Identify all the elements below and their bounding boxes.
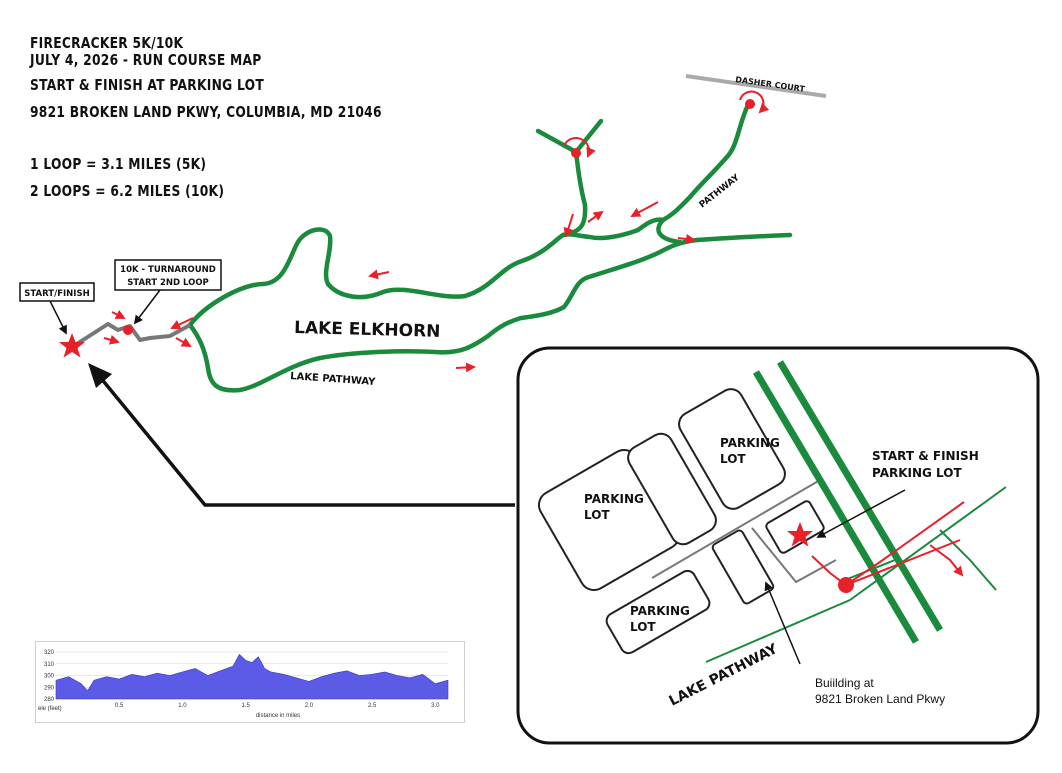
dasher-court-label: DASHER COURT xyxy=(735,75,806,94)
parking-lot-strip xyxy=(627,432,717,546)
parking-lot-b-line1: PARKING xyxy=(720,436,780,450)
start-finish-star xyxy=(59,333,85,358)
turnaround-callout-line1: 10K - TURNAROUND xyxy=(120,265,216,275)
profile-ytick: 280 xyxy=(44,697,55,703)
course-route xyxy=(187,102,793,393)
direction-arrows xyxy=(103,201,696,373)
profile-xtick: 3.0 xyxy=(431,703,440,709)
inset-pointer-arrow xyxy=(98,375,515,507)
profile-xtick: 0.5 xyxy=(115,703,124,709)
start-connector-path xyxy=(70,322,191,349)
building-label-line1: Buiilding at xyxy=(815,676,874,690)
lake-pathway-label: LAKE PATHWAY xyxy=(290,371,377,388)
profile-xtick: 2.0 xyxy=(305,703,314,709)
parking-lot-b-line2: LOT xyxy=(720,452,746,466)
inset-panel: PARKING LOT PARKING LOT PARKING LOT STAR… xyxy=(516,346,1040,745)
turnaround-dot-dasher xyxy=(745,99,755,109)
profile-xlabel: distance in miles xyxy=(256,713,300,719)
turnaround-dot-10k xyxy=(123,325,133,335)
profile-xtick: 1.5 xyxy=(242,703,251,709)
profile-ytick: 320 xyxy=(44,650,55,656)
inset-start-dot xyxy=(838,577,854,593)
profile-ytick: 290 xyxy=(44,685,55,691)
parking-lot-c-line1: PARKING xyxy=(630,604,690,618)
profile-ytick: 310 xyxy=(44,662,55,668)
address-line: 9821 BROKEN LAND PKWY, COLUMBIA, MD 2104… xyxy=(30,103,382,121)
elevation-profile-chart: 280 290 300 310 320 0.5 1.0 1.5 2.0 2.5 3.0 ele (… xyxy=(35,641,465,723)
inset-start-finish-line2: PARKING LOT xyxy=(872,466,962,480)
parking-lot-c-line2: LOT xyxy=(630,620,656,634)
turnaround-callout xyxy=(114,259,222,291)
loop-10k-line: 2 LOOPS = 6.2 MILES (10K) xyxy=(30,182,225,200)
race-title: FIRECRACKER 5K/10K xyxy=(30,34,184,52)
race-date-line: JULY 4, 2026 - RUN COURSE MAP xyxy=(30,51,262,69)
start-finish-callout-text: START/FINISH xyxy=(24,289,89,299)
inset-start-star xyxy=(787,522,813,547)
lake-elkhorn-label: LAKE ELKHORN xyxy=(294,318,441,342)
start-finish-callout xyxy=(19,282,95,302)
profile-xtick: 2.5 xyxy=(368,703,377,709)
turnaround-dot-north xyxy=(571,148,581,158)
parking-lot-north xyxy=(678,388,786,510)
profile-ytick: 300 xyxy=(44,674,55,680)
profile-ylabel: ele (feet) xyxy=(38,706,62,712)
loop-5k-line: 1 LOOP = 3.1 MILES (5K) xyxy=(30,155,207,173)
building-label-line2: 9821 Broken Land Pkwy xyxy=(815,692,945,706)
start-finish-line: START & FINISH AT PARKING LOT xyxy=(30,76,264,94)
parking-lot-a-line2: LOT xyxy=(584,508,610,522)
turnaround-callout-line2: START 2ND LOOP xyxy=(127,278,209,288)
inset-start-finish-line1: START & FINISH xyxy=(872,449,979,463)
dasher-court-road xyxy=(685,74,827,98)
elevation-area xyxy=(55,653,449,700)
building-9821 xyxy=(711,529,775,605)
parking-lot-a-line1: PARKING xyxy=(584,492,644,506)
profile-xtick: 1.0 xyxy=(178,703,187,709)
parking-lot-south xyxy=(605,569,711,655)
